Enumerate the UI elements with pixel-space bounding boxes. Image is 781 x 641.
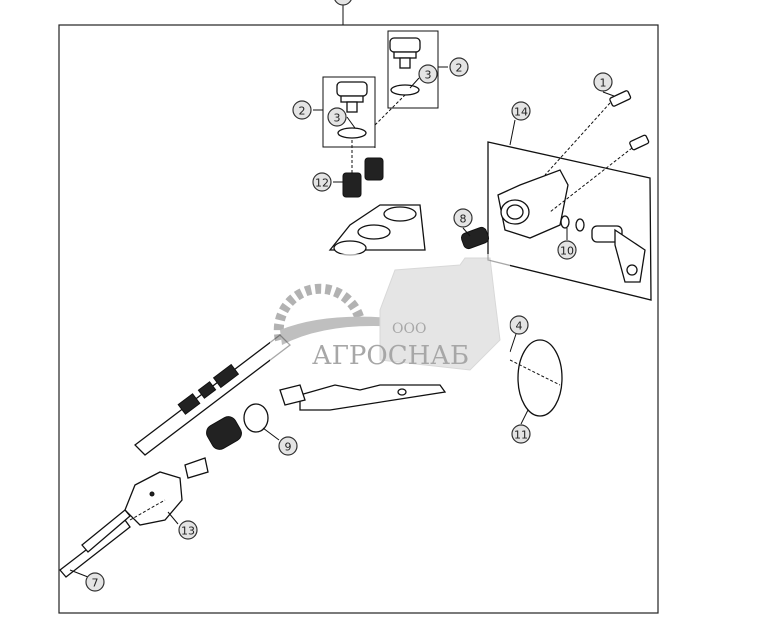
plug-right <box>389 37 421 96</box>
callout-2: 2 <box>449 57 469 77</box>
callout-number: 4 <box>516 320 523 333</box>
rod <box>59 519 131 578</box>
bolts <box>609 90 650 151</box>
callout-number: 14 <box>514 106 528 119</box>
callout-number: 10 <box>560 245 574 258</box>
callout-number: 2 <box>299 105 306 118</box>
callout-4: 4 <box>509 315 529 335</box>
callout-number: 1 <box>600 77 607 90</box>
callout-3: 3 <box>418 64 438 84</box>
callout-8: 8 <box>453 208 473 228</box>
o-ring-11 <box>517 339 563 417</box>
spring-9 <box>206 416 242 450</box>
callout-top <box>334 0 352 6</box>
callout-number: 11 <box>514 429 528 442</box>
cover-flange <box>497 169 569 239</box>
callout-number: 3 <box>425 69 432 82</box>
callout-number: 13 <box>181 525 195 538</box>
valve-body <box>328 204 426 256</box>
callout-number: 9 <box>285 441 292 454</box>
watermark-name: АГРОСНАБ <box>312 341 469 371</box>
callout-number: 8 <box>460 213 467 226</box>
callout-9: 9 <box>278 436 298 456</box>
agrosnab-watermark-logo: ООО АГРОСНАБ <box>270 254 510 384</box>
spring-pair <box>342 157 384 198</box>
callout-1: 1 <box>593 72 613 92</box>
spring-cap <box>124 471 183 526</box>
diagram-frame <box>58 24 659 614</box>
callout-number: 2 <box>456 62 463 75</box>
lever <box>591 225 646 283</box>
callout-10: 10 <box>557 240 577 260</box>
callout-2: 2 <box>292 100 312 120</box>
callout-3: 3 <box>327 107 347 127</box>
o-ring-9 <box>243 403 269 433</box>
callout-number: 3 <box>334 112 341 125</box>
callout-13: 13 <box>178 520 198 540</box>
plug-left <box>336 81 368 139</box>
watermark-prefix: ООО <box>392 321 426 337</box>
callout-11: 11 <box>511 424 531 444</box>
spring-8 <box>460 226 490 250</box>
callout-7: 7 <box>85 572 105 592</box>
plug-group-box-right <box>387 30 439 109</box>
callout-14: 14 <box>511 101 531 121</box>
callout-leaders <box>69 66 615 578</box>
body-lower <box>299 384 447 411</box>
callout-number: 7 <box>92 577 99 590</box>
callout-number: 12 <box>315 177 329 190</box>
callout-12: 12 <box>312 172 332 192</box>
